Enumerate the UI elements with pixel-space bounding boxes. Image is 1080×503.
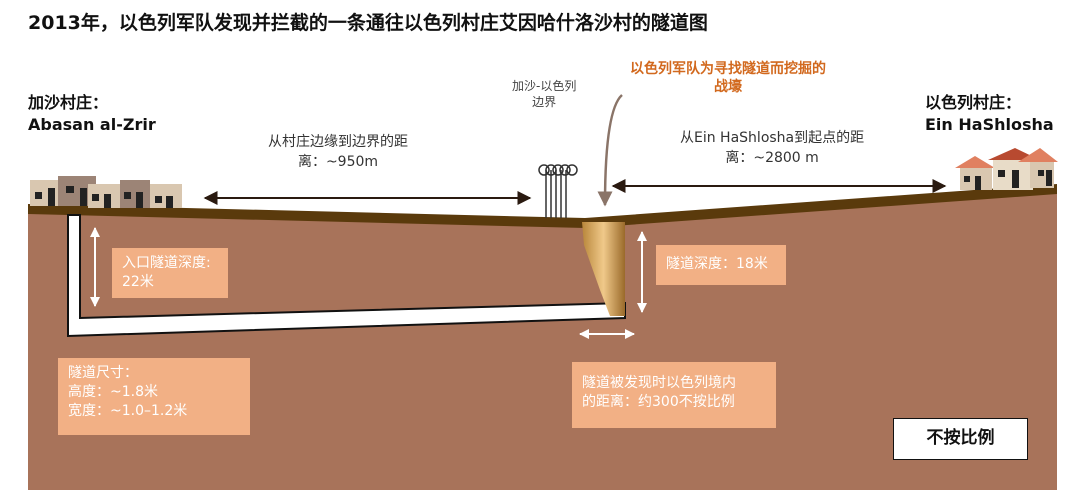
- tunnel-size-line2: 高度：~1.8米: [68, 384, 158, 400]
- left-distance-line1: 从村庄边缘到边界的距: [268, 134, 408, 150]
- trench-pointer-arrow: [597, 94, 623, 207]
- border-label-line1: 加沙-以色列: [512, 79, 577, 93]
- right-houses-icon: [955, 148, 1058, 190]
- tunnel-size-line3: 宽度：~1.0–1.2米: [68, 403, 188, 419]
- trench-label-line2: 战壕: [714, 79, 742, 95]
- page-title: 2013年，以色列军队发现并拦截的一条通往以色列村庄艾因哈什洛沙村的隧道图: [28, 12, 708, 34]
- border-label-line2: 边界: [532, 95, 557, 109]
- ground-surface: [28, 184, 1057, 228]
- right-village-label: 以色列村庄： Ein HaShlosha: [925, 92, 1054, 136]
- inside-distance-line1: 隧道被发现时以色列境内: [582, 375, 736, 391]
- left-distance-label: 从村庄边缘到边界的距离：~950m: [268, 132, 408, 172]
- tunnel-depth-box: 隧道深度：18米: [656, 245, 786, 285]
- border-label: 加沙-以色列边界: [512, 78, 576, 110]
- entrance-depth-box: 入口隧道深度: 22米: [112, 248, 228, 298]
- right-distance-line2: 离：~2800 m: [725, 150, 819, 166]
- right-distance-label: 从Ein HaShlosha到起点的距离：~2800 m: [680, 128, 864, 168]
- right-village-name: 以色列村庄：: [925, 93, 1022, 112]
- border-fence-icon: [538, 164, 578, 218]
- tunnel-size-line1: 隧道尺寸：: [68, 365, 138, 381]
- trench: [582, 222, 625, 316]
- inside-distance-line2: 的距离：约300不按比例: [582, 394, 735, 410]
- left-distance-line2: 离：~950m: [297, 154, 379, 170]
- tunnel-size-box: 隧道尺寸： 高度：~1.8米宽度：~1.0–1.2米: [58, 358, 250, 435]
- inside-distance-box: 隧道被发现时以色列境内的距离：约300不按比例: [572, 362, 776, 428]
- trench-label: 以色列军队为寻找隧道而挖掘的战壕: [630, 60, 826, 96]
- left-village-name: 加沙村庄：: [28, 93, 109, 112]
- scale-note: 不按比例: [893, 418, 1028, 460]
- right-village-latin: Ein HaShlosha: [925, 115, 1054, 134]
- trench-label-line1: 以色列军队为寻找隧道而挖掘的: [630, 61, 826, 77]
- right-distance-line1: 从Ein HaShlosha到起点的距: [680, 130, 865, 146]
- left-village-latin: Abasan al-Zrir: [28, 115, 156, 134]
- ground: [28, 188, 1057, 490]
- left-village-label: 加沙村庄： Abasan al-Zrir: [28, 92, 156, 136]
- entrance-depth-line1: 入口隧道深度:: [122, 255, 211, 271]
- left-houses-icon: [30, 176, 182, 208]
- entrance-depth-line2: 22米: [122, 274, 154, 290]
